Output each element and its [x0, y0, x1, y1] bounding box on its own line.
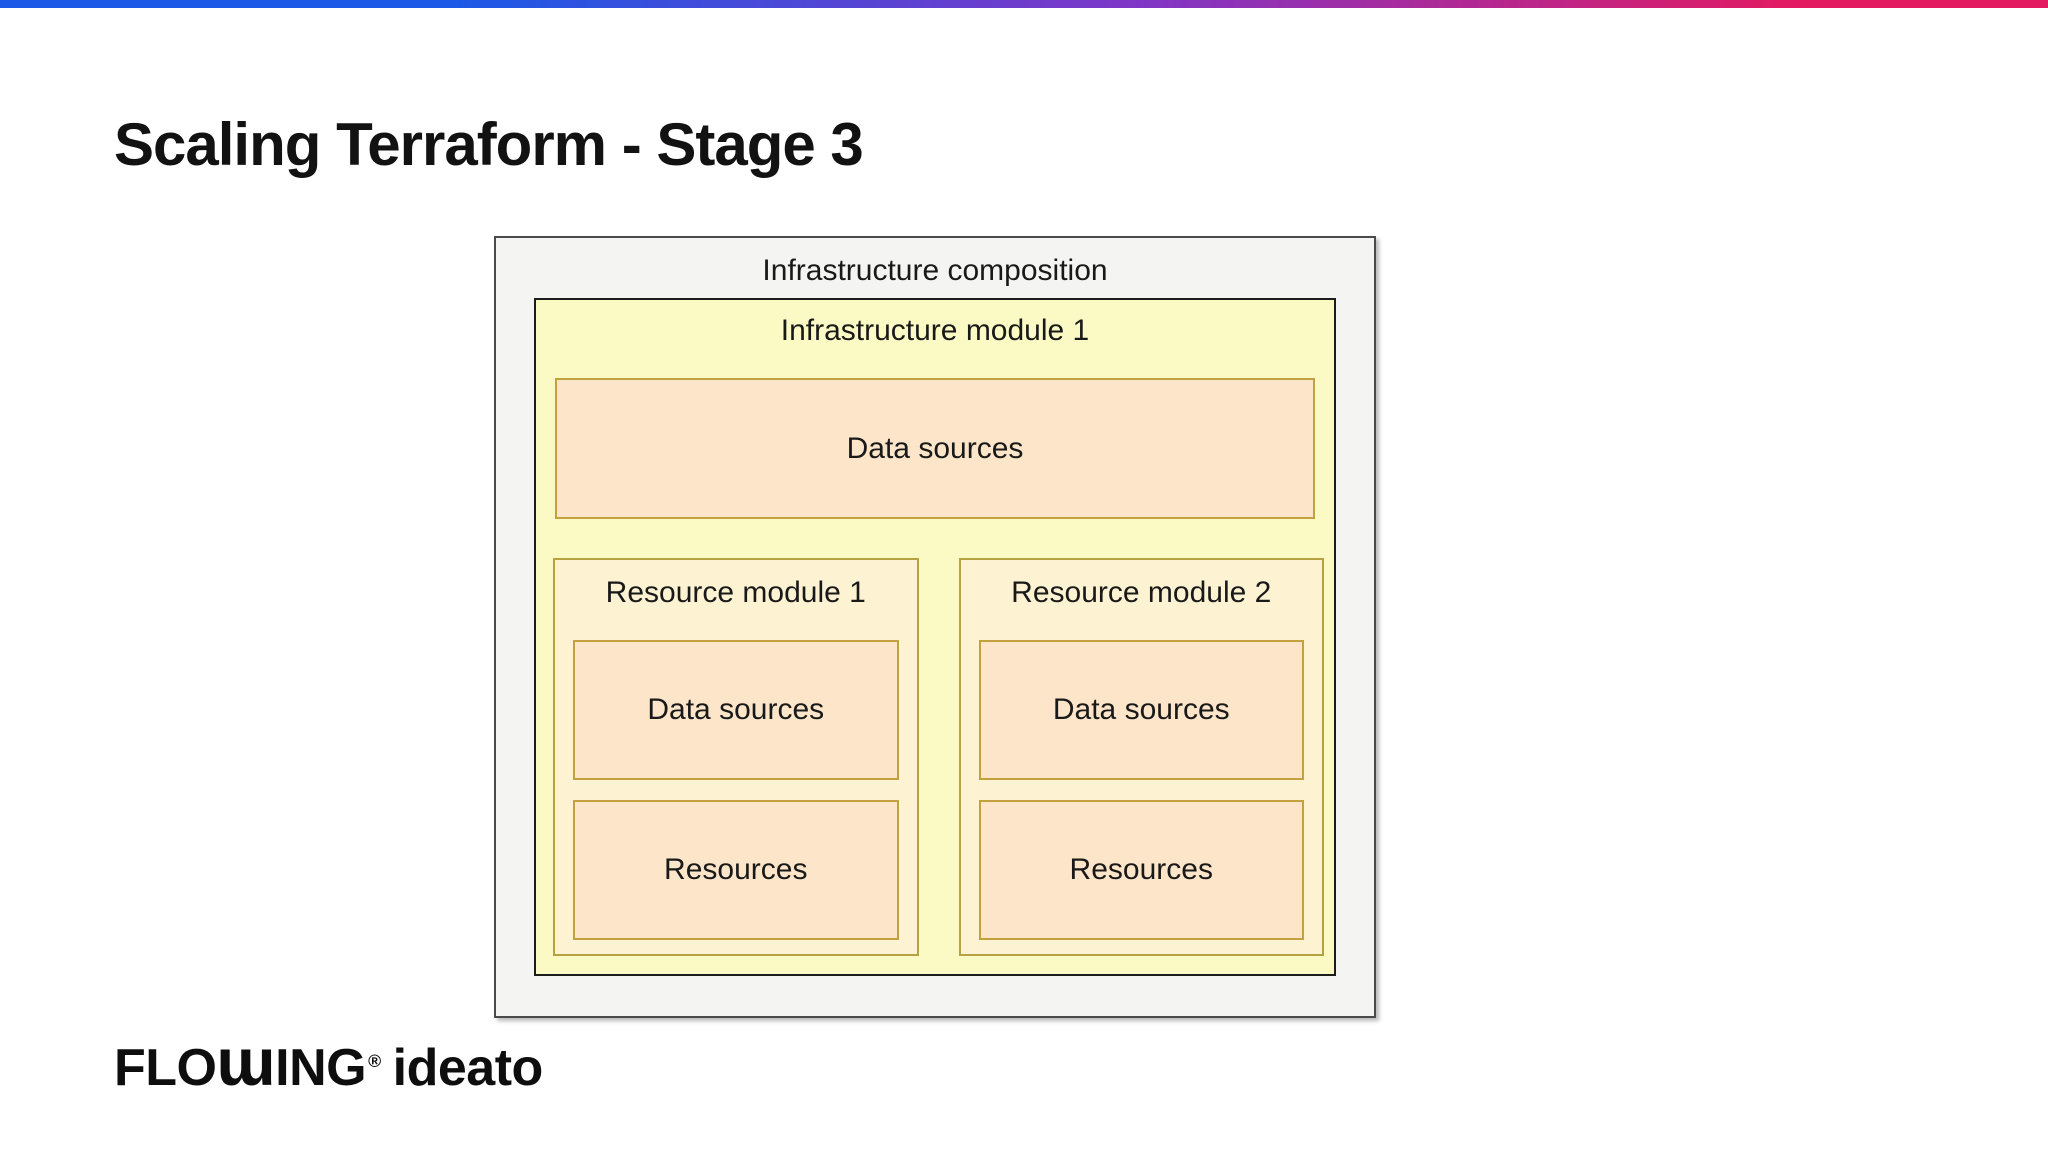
- registered-trademark-mark: ®: [368, 1050, 381, 1071]
- module-data-sources-box: Data sources: [555, 378, 1315, 519]
- resource-module-1-data-sources-label: Data sources: [647, 693, 825, 726]
- resource-module-1-resources-label: Resources: [664, 853, 808, 886]
- resource-module-2-data-sources-box: Data sources: [978, 640, 1304, 780]
- module-data-sources-label: Data sources: [846, 431, 1024, 465]
- resource-module-2-box: Resource module 2 Data sources Resources: [958, 558, 1324, 956]
- infrastructure-composition-label: Infrastructure composition: [762, 254, 1108, 287]
- resource-module-1-box: Resource module 1 Data sources Resources: [553, 558, 919, 956]
- top-accent-gradient-bar: [0, 0, 2048, 8]
- infrastructure-composition-box: Infrastructure composition Infrastructur…: [494, 236, 1376, 1018]
- infrastructure-module-1-label: Infrastructure module 1: [780, 314, 1090, 347]
- resource-module-2-data-sources-label: Data sources: [1052, 693, 1230, 726]
- logo-brand-prefix: FLO: [114, 1039, 217, 1097]
- flowing-ideato-logo: FLOɯING®ideato: [114, 1026, 544, 1100]
- logo-brand-suffix: ING: [275, 1039, 367, 1097]
- infrastructure-module-1-box: Infrastructure module 1 Data sources Res…: [534, 298, 1336, 976]
- resource-module-1-resources-box: Resources: [573, 800, 899, 940]
- resource-modules-row: Resource module 1 Data sources Resources…: [553, 558, 1324, 956]
- resource-module-2-resources-label: Resources: [1069, 853, 1213, 886]
- resource-module-2-label: Resource module 2: [1011, 576, 1272, 609]
- slide-title: Scaling Terraform - Stage 3: [114, 111, 864, 178]
- logo-ideato-wordmark: ideato: [392, 1039, 544, 1097]
- resource-module-2-resources-box: Resources: [978, 800, 1304, 940]
- resource-module-1-label: Resource module 1: [605, 576, 866, 609]
- resource-module-1-data-sources-box: Data sources: [573, 640, 899, 780]
